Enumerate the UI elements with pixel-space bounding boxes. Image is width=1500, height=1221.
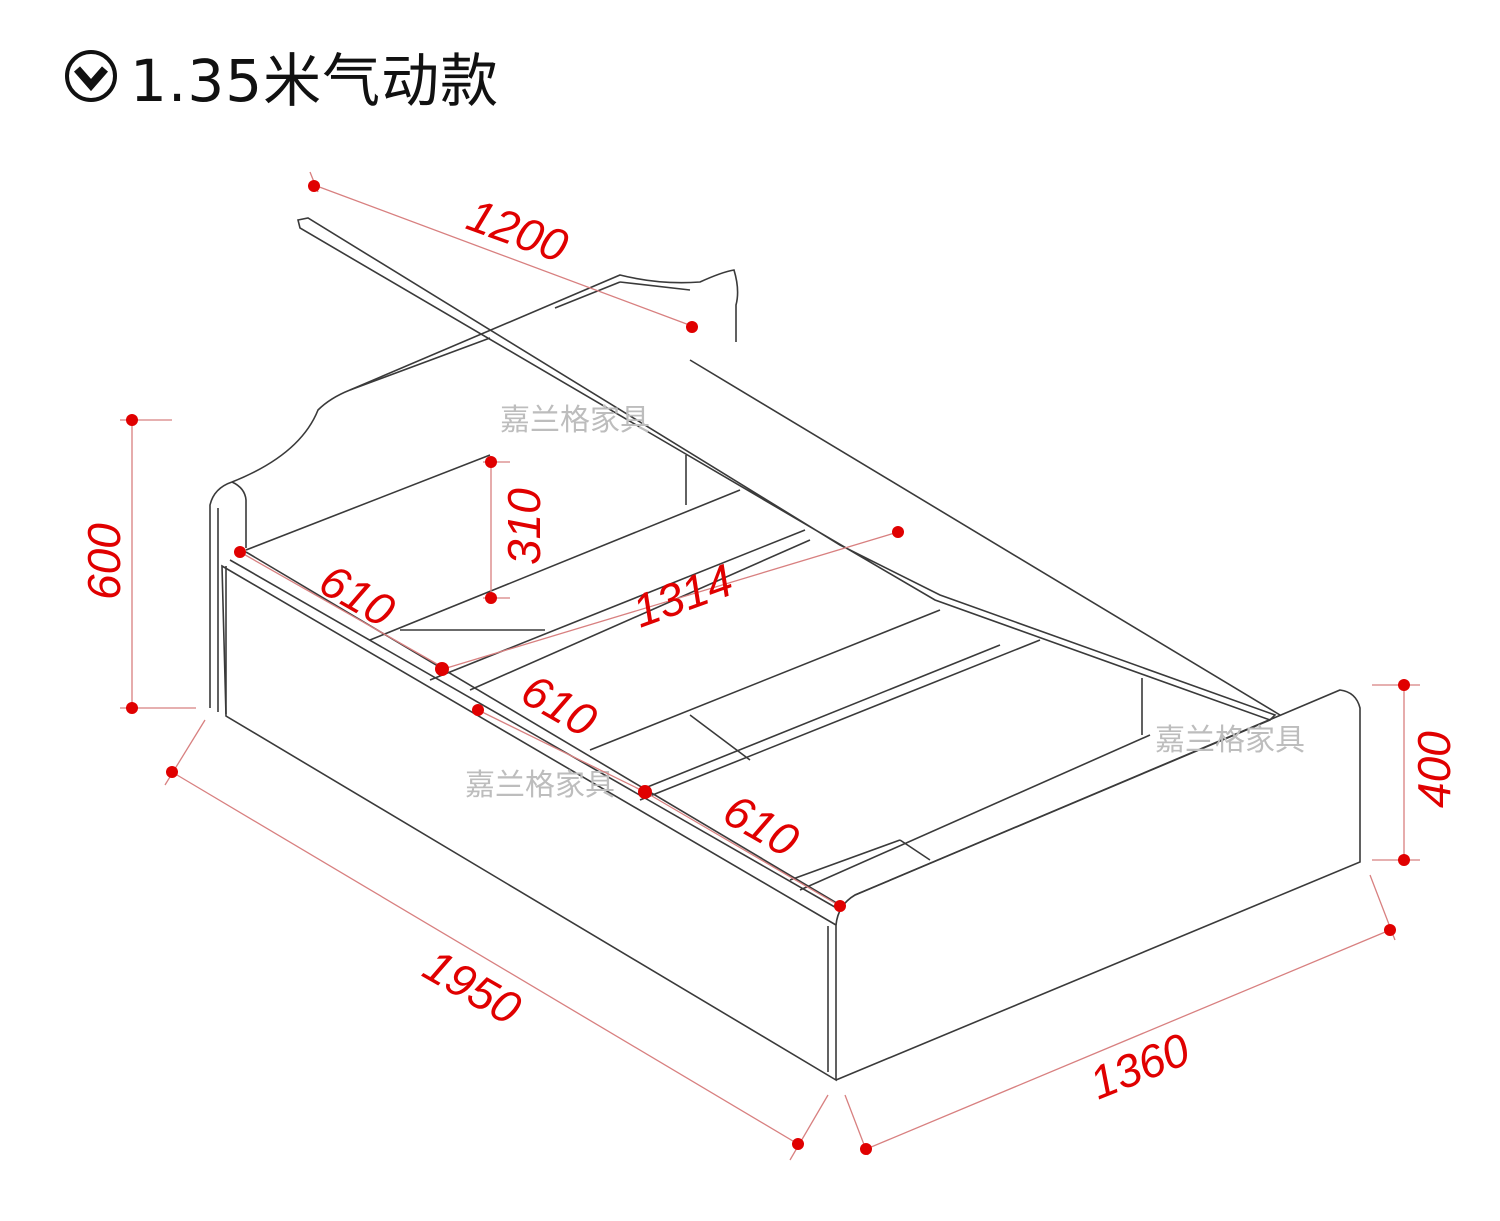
dimension-labels: 1200 600 310 1314 610 610 610 400 1950 1… <box>78 189 1460 1110</box>
headboard <box>209 269 739 708</box>
dimension-point <box>792 1138 804 1150</box>
dimension-point <box>834 900 846 912</box>
dimension-point <box>435 662 449 676</box>
dimension-point <box>638 785 652 799</box>
dim-bed-width: 1360 <box>1082 1023 1197 1110</box>
watermark-text: 嘉兰格家具 <box>500 403 650 438</box>
dimension-point <box>686 321 698 333</box>
dimension-point <box>1398 854 1410 866</box>
bed-lid <box>297 217 1277 721</box>
footboard <box>835 689 1361 1081</box>
dim-inner-length: 1314 <box>626 554 740 638</box>
dimension-point <box>485 592 497 604</box>
dimension-point <box>126 702 138 714</box>
chevron-down-circle-icon <box>65 50 117 102</box>
dimension-points <box>126 180 1410 1155</box>
page-header: 1.35米气动款 <box>62 36 499 116</box>
dimension-point <box>126 414 138 426</box>
watermark-text: 嘉兰格家具 <box>1155 723 1305 758</box>
dimension-point <box>1398 679 1410 691</box>
dimension-point <box>485 456 497 468</box>
dim-footboard-height: 400 <box>1408 731 1460 808</box>
dimension-point <box>860 1143 872 1155</box>
dimension-point <box>892 526 904 538</box>
bed-outline <box>209 217 1361 1082</box>
dim-headboard-height: 600 <box>78 523 130 600</box>
watermarks: 嘉兰格家具 嘉兰格家具 嘉兰格家具 <box>465 403 1305 803</box>
dimension-point <box>308 180 320 192</box>
dimension-lines <box>120 171 1420 1161</box>
watermark-text: 嘉兰格家具 <box>465 768 615 803</box>
dimension-point <box>1384 924 1396 936</box>
dimension-point <box>166 766 178 778</box>
dim-segment-3: 610 <box>715 784 808 868</box>
dim-lid-length: 1200 <box>461 189 575 273</box>
dim-segment-1: 610 <box>311 554 404 638</box>
dim-storage-depth: 310 <box>498 488 550 565</box>
dim-bed-length: 1950 <box>415 939 530 1035</box>
dimension-point <box>234 546 246 558</box>
page-title: 1.35米气动款 <box>130 47 500 115</box>
dimension-point <box>472 704 484 716</box>
